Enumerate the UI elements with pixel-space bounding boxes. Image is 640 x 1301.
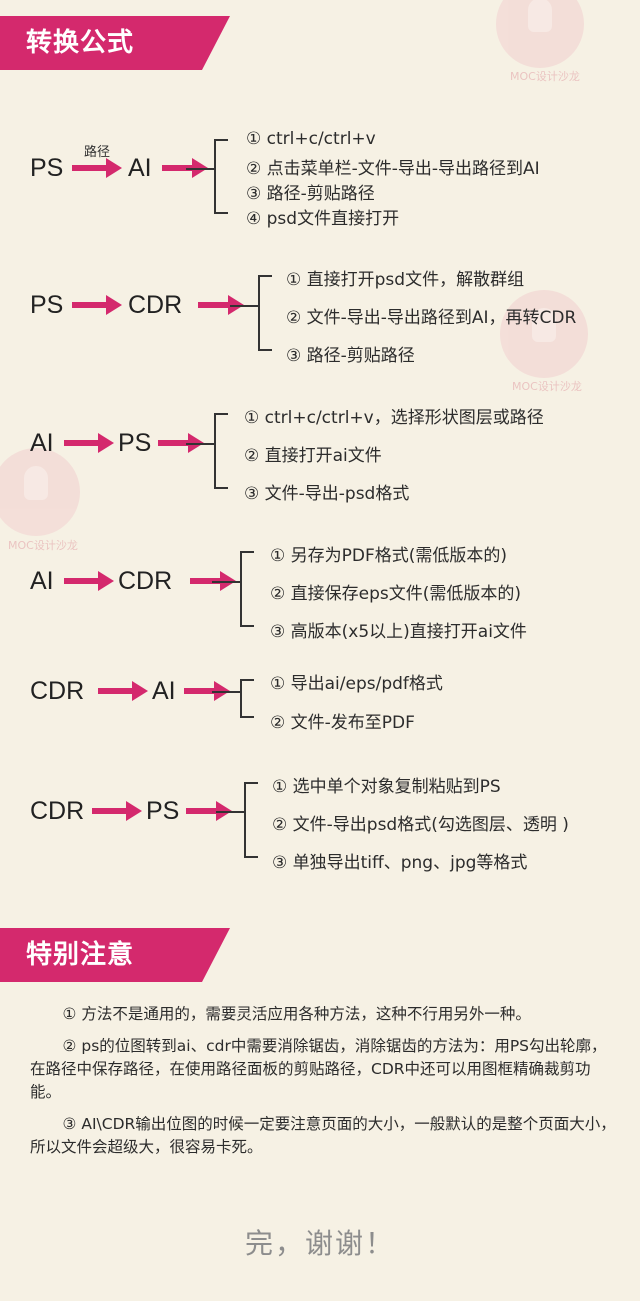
method-item: ③ 路径-剪贴路径 (286, 346, 415, 366)
method-bracket (240, 679, 254, 718)
note-item: ③ AI\CDR输出位图的时候一定要注意页面的大小，一般默认的是整个页面大小，所… (30, 1115, 616, 1156)
method-bracket (240, 551, 254, 627)
format-from-label: CDR (30, 677, 85, 705)
watermark-text: MOC设计沙龙 (510, 70, 580, 83)
thanks-text: 完，谢谢！ (244, 1227, 395, 1260)
method-item: ③ 文件-导出-psd格式 (244, 484, 410, 504)
method-bracket (258, 275, 272, 351)
method-bracket (244, 782, 258, 858)
method-bracket (214, 413, 228, 489)
method-item: ① ctrl+c/ctrl+v (246, 129, 376, 149)
format-from-label: PS (30, 291, 64, 319)
method-item: ① 选中单个对象复制粘贴到PS (272, 777, 501, 797)
conversion-arrow-icon (64, 571, 114, 591)
method-item: ③ 高版本(x5以上)直接打开ai文件 (270, 622, 527, 642)
bracket-connector (186, 168, 214, 170)
format-to-label: AI (128, 154, 152, 182)
notes-list: ① 方法不是通用的，需要灵活应用各种方法，这种不行用另外一种。 ② ps的位图转… (30, 1003, 616, 1168)
format-to-label: CDR (118, 567, 173, 595)
method-item: ① ctrl+c/ctrl+v，选择形状图层或路径 (244, 408, 544, 428)
watermark-logo (500, 290, 588, 378)
method-item: ① 直接打开psd文件，解散群组 (286, 270, 525, 290)
format-from-label: PS (30, 154, 64, 182)
format-from-label: CDR (30, 797, 85, 825)
conversion-arrow-icon (98, 681, 148, 701)
format-to-label: CDR (128, 291, 183, 319)
bracket-connector (212, 581, 240, 583)
arrow-label: 路径 (84, 145, 111, 160)
bracket-connector (212, 691, 240, 693)
format-to-label: AI (152, 677, 176, 705)
method-item: ② 文件-发布至PDF (270, 713, 415, 733)
method-item: ① 另存为PDF格式(需低版本的) (270, 546, 508, 566)
section-title-notes: 特别注意 (0, 928, 230, 982)
method-item: ② 直接保存eps文件(需低版本的) (270, 584, 522, 604)
method-item: ② 文件-导出psd格式(勾选图层、透明 ) (272, 815, 569, 835)
watermark-logo (0, 448, 80, 536)
conversion-arrow-icon (92, 801, 142, 821)
watermark-logo (496, 0, 584, 68)
bracket-connector (186, 443, 214, 445)
watermark-text: MOC设计沙龙 (8, 539, 78, 552)
method-bracket (214, 139, 228, 214)
bracket-connector (216, 811, 244, 813)
method-item: ④ psd文件直接打开 (246, 209, 400, 229)
method-item: ① 导出ai/eps/pdf格式 (270, 674, 443, 694)
note-item: ① 方法不是通用的，需要灵活应用各种方法，这种不行用另外一种。 (62, 1005, 531, 1023)
format-to-label: PS (118, 429, 152, 457)
method-item: ② 直接打开ai文件 (244, 446, 382, 466)
watermark-text: MOC设计沙龙 (512, 380, 582, 393)
format-to-label: PS (146, 797, 180, 825)
method-item: ② 文件-导出-导出路径到AI，再转CDR (286, 308, 577, 328)
method-item: ③ 路径-剪贴路径 (246, 184, 375, 204)
conversion-arrow-icon (64, 433, 114, 453)
conversion-arrow-icon (72, 158, 122, 178)
note-item: ② ps的位图转到ai、cdr中需要消除锯齿，消除锯齿的方法为：用PS勾出轮廓，… (30, 1037, 607, 1101)
bracket-connector (230, 305, 258, 307)
format-from-label: AI (30, 567, 54, 595)
conversion-arrow-icon (72, 295, 122, 315)
method-item: ③ 单独导出tiff、png、jpg等格式 (272, 853, 528, 873)
method-item: ② 点击菜单栏-文件-导出-导出路径到AI (246, 159, 540, 179)
section-title-conversion: 转换公式 (0, 16, 230, 70)
format-from-label: AI (30, 429, 54, 457)
